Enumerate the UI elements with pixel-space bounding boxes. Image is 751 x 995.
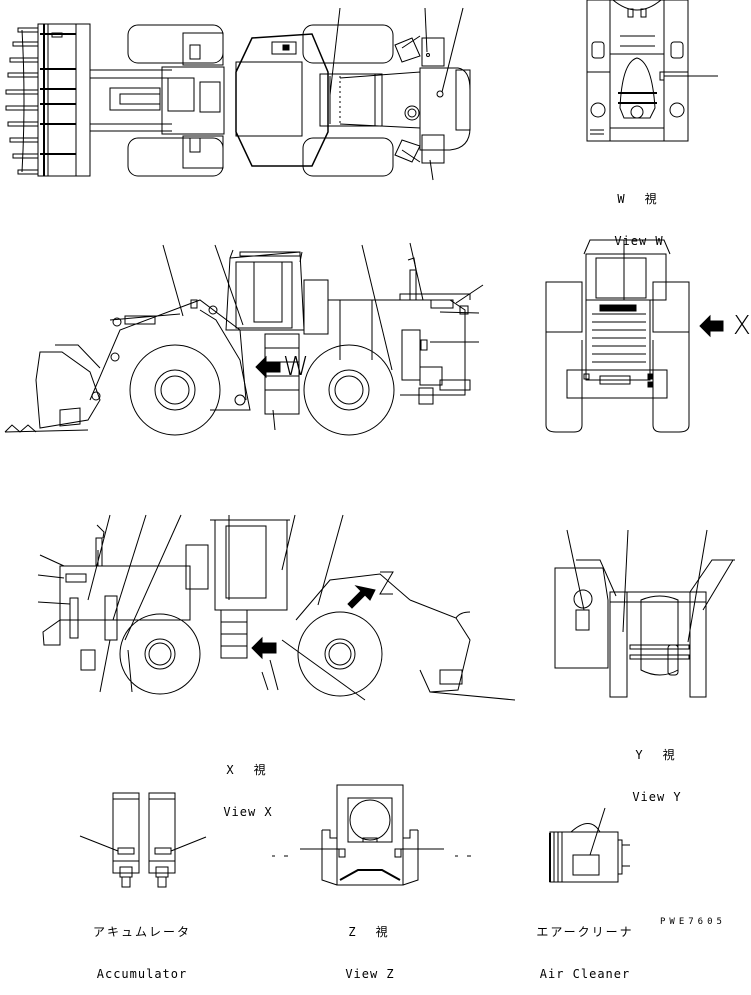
view-marker-w: W bbox=[283, 352, 309, 382]
view-y-label-en: View Y bbox=[632, 790, 682, 804]
view-x-label: X 視 View X bbox=[205, 735, 291, 833]
view-y-label-jp: Y 視 bbox=[635, 748, 679, 762]
loader-diagram bbox=[4, 0, 735, 888]
air-cleaner-label: エアークリーナ Air Cleaner bbox=[530, 897, 640, 995]
side-view-drawing bbox=[4, 242, 484, 436]
air-cleaner-label-jp: エアークリーナ bbox=[536, 925, 634, 939]
view-z-label-en: View Z bbox=[345, 967, 395, 981]
air-cleaner-label-en: Air Cleaner bbox=[539, 967, 631, 981]
view-w-label-jp: W 視 bbox=[617, 192, 661, 206]
view-z-label-jp: Z 視 bbox=[348, 925, 392, 939]
drawing-code: PWE7605 bbox=[660, 917, 726, 927]
bucket-top bbox=[5, 23, 91, 177]
accumulator-label-jp: アキュムレータ bbox=[92, 925, 191, 939]
view-x-label-jp: X 視 bbox=[226, 763, 270, 777]
air-cleaner-drawing bbox=[549, 807, 630, 883]
top-view bbox=[5, 7, 471, 181]
view-x-drawing bbox=[37, 514, 516, 701]
view-marker-x: X bbox=[733, 311, 751, 341]
view-w-drawing bbox=[586, 0, 718, 142]
view-w-label: W 視 View W bbox=[596, 164, 682, 262]
view-y-drawing bbox=[554, 529, 735, 698]
view-w-label-en: View W bbox=[614, 234, 664, 248]
view-z-label: Z 視 View Z bbox=[330, 897, 410, 995]
view-x-label-en: View X bbox=[223, 805, 273, 819]
accumulator-label-en: Accumulator bbox=[96, 967, 188, 981]
front-view-drawing bbox=[545, 239, 724, 433]
view-y-label: Y 視 View Y bbox=[614, 720, 700, 818]
view-marker-z: Z bbox=[380, 568, 381, 569]
accumulator-label: アキュムレータ Accumulator bbox=[82, 897, 202, 995]
view-z-drawing bbox=[272, 784, 471, 886]
accumulator-drawing bbox=[79, 792, 207, 888]
